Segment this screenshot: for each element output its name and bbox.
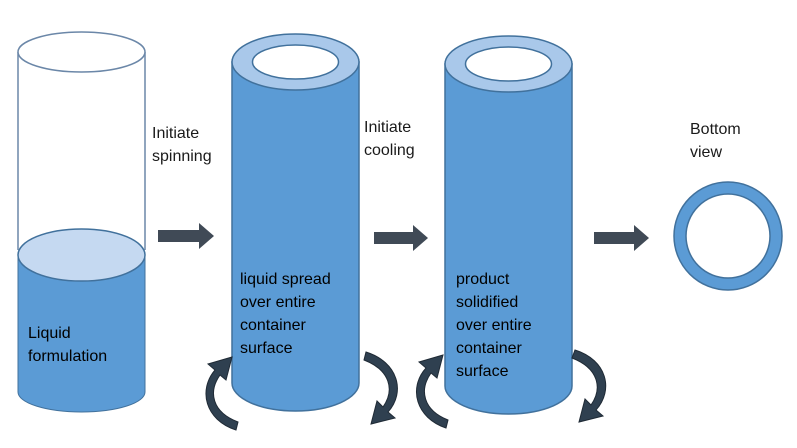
rotation-arrow-left-3 [416, 354, 449, 429]
arrow-to-bottom-view [594, 225, 649, 251]
initiate-cooling-label: Initiate cooling [364, 116, 415, 162]
cylinder-liquid-spread [231, 33, 360, 412]
label-line: Initiate [152, 125, 200, 142]
bottom-view-label: Bottom view [690, 118, 741, 164]
label-line: over entire [240, 294, 316, 311]
label-line: container [240, 317, 306, 334]
label-line: cooling [364, 142, 415, 159]
label-line: surface [240, 340, 293, 357]
label-line: over entire [456, 317, 532, 334]
cylinder-liquid-formulation [17, 31, 146, 413]
rotation-arrow-right-2 [363, 351, 398, 425]
label-line: Liquid [28, 325, 71, 342]
arrow-to-cooling [374, 225, 428, 251]
label-line: Initiate [364, 119, 412, 136]
rotation-arrow-right-3 [571, 349, 607, 423]
label-line: surface [456, 363, 509, 380]
label-line: spinning [152, 148, 212, 165]
label-line: product [456, 271, 510, 288]
step3-label: product solidified over entire container… [456, 268, 532, 383]
label-line: formulation [28, 348, 108, 365]
label-line: view [690, 144, 723, 161]
rotation-arrow-left-2 [205, 356, 239, 431]
arrow-to-spinning [158, 223, 214, 249]
bottom-view-ring [673, 181, 783, 291]
label-line: solidified [456, 294, 519, 311]
label-line: liquid spread [240, 271, 331, 288]
step2-label: liquid spread over entire container surf… [240, 268, 331, 360]
label-line: Bottom [690, 121, 741, 138]
step1-label: Liquid formulation [28, 322, 107, 368]
initiate-spinning-label: Initiate spinning [152, 122, 212, 168]
label-line: container [456, 340, 522, 357]
cylinder-product-solidified [444, 35, 573, 415]
